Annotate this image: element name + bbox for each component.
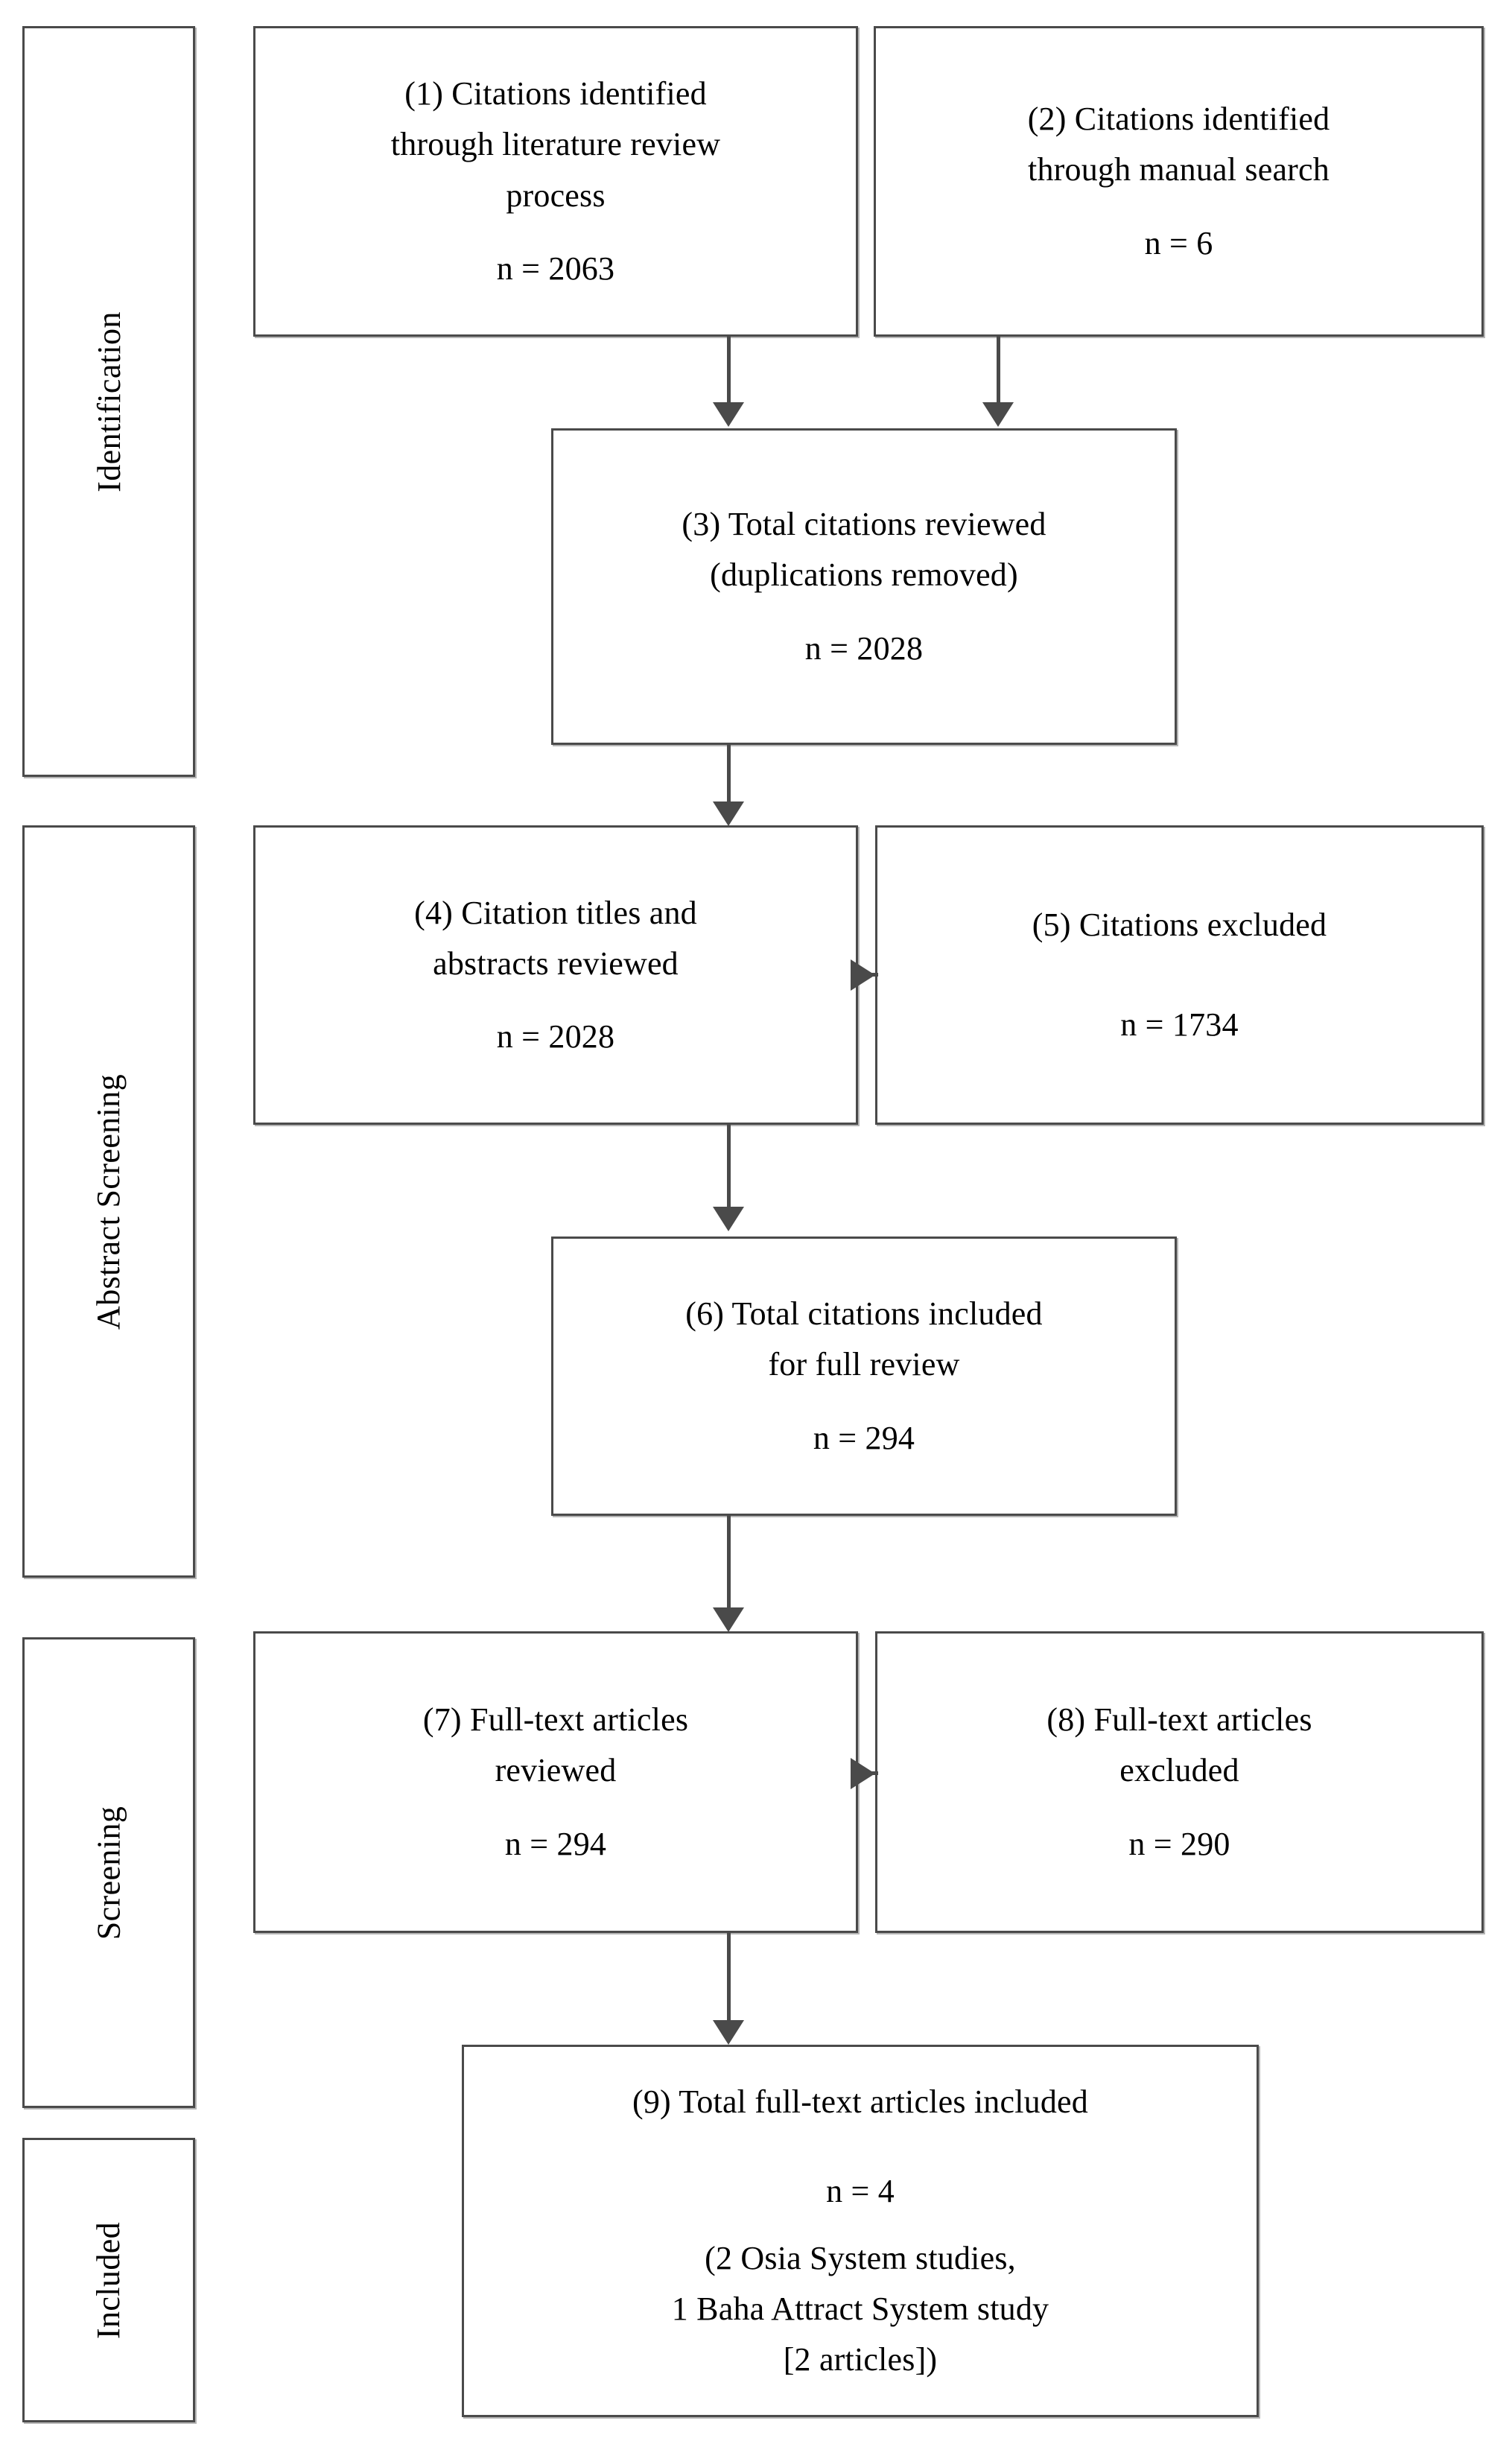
flow-node-9-line-1: (9) Total full-text articles included	[632, 2083, 1088, 2120]
flow-node-7-line-2: reviewed	[495, 1752, 617, 1789]
connector-node1-to-node3-arrow	[713, 402, 744, 427]
stage-label-included: Included	[90, 2221, 127, 2339]
connector-node3-to-node4-arrow	[713, 801, 744, 826]
connector-node4-to-node5-arrow	[851, 959, 875, 991]
stage-label-screening: Screening	[90, 1806, 127, 1940]
flow-node-3-line-1: (3) Total citations reviewed	[682, 506, 1046, 543]
connector-node6-to-node7-line	[727, 1516, 731, 1609]
flow-node-4-line-1: (4) Citation titles and	[414, 894, 697, 931]
flow-node-9-detail-1: (2 Osia System studies,	[705, 2239, 1016, 2276]
flow-node-6-line-2: for full review	[768, 1346, 960, 1383]
flow-node-1-count: n = 2063	[496, 250, 615, 287]
connector-node7-to-node8-arrow	[851, 1758, 875, 1789]
flow-node-5: (5) Citations excluded n = 1734	[875, 825, 1484, 1125]
flow-node-5-count: n = 1734	[1120, 1006, 1239, 1043]
connector-node4-to-node6-arrow	[713, 1207, 744, 1231]
flow-node-9-detail-2: 1 Baha Attract System study	[671, 2291, 1049, 2328]
flow-node-4: (4) Citation titles and abstracts review…	[253, 825, 858, 1125]
flow-node-2-line-1: (2) Citations identified	[1027, 101, 1330, 138]
connector-node4-to-node6-line	[727, 1125, 731, 1208]
flow-node-6-line-1: (6) Total citations included	[685, 1295, 1043, 1333]
stage-band-included: Included	[22, 2138, 195, 2422]
flow-node-3-count: n = 2028	[804, 629, 924, 667]
flow-node-2-count: n = 6	[1144, 224, 1213, 261]
connector-node3-to-node4-line	[727, 745, 731, 803]
connector-node6-to-node7-arrow	[713, 1607, 744, 1632]
flow-node-1: (1) Citations identified through literat…	[253, 26, 858, 337]
flow-node-2: (2) Citations identified through manual …	[874, 26, 1484, 337]
flow-node-1-line-1: (1) Citations identified	[404, 75, 707, 112]
flow-node-1-line-3: process	[506, 177, 606, 214]
connector-node1-to-node3-line	[727, 337, 731, 404]
stage-band-abstract-screening: Abstract Screening	[22, 825, 195, 1578]
flow-node-7-count: n = 294	[504, 1825, 607, 1862]
connector-node2-to-node3-line	[997, 337, 1000, 404]
flow-node-8-line-1: (8) Full-text articles	[1046, 1701, 1312, 1739]
flow-node-8: (8) Full-text articles excluded n = 290	[875, 1631, 1484, 1933]
flow-node-9: (9) Total full-text articles included n …	[462, 2045, 1259, 2417]
stage-label-abstract-screening: Abstract Screening	[90, 1073, 127, 1330]
flow-node-5-line-1: (5) Citations excluded	[1032, 906, 1327, 943]
flow-node-6: (6) Total citations included for full re…	[551, 1237, 1177, 1516]
connector-node7-to-node9-line	[727, 1933, 731, 2024]
flow-node-9-detail-3: [2 articles])	[783, 2341, 938, 2378]
connector-node7-to-node9-arrow	[713, 2020, 744, 2045]
flow-node-7-line-1: (7) Full-text articles	[422, 1701, 689, 1739]
flow-node-8-count: n = 290	[1128, 1825, 1230, 1862]
flow-node-7: (7) Full-text articles reviewed n = 294	[253, 1631, 858, 1933]
flow-node-1-line-2: through literature review	[390, 126, 721, 163]
flow-node-4-count: n = 2028	[496, 1018, 615, 1055]
stage-band-identification: Identification	[22, 26, 195, 777]
stage-band-screening: Screening	[22, 1637, 195, 2108]
flow-node-3: (3) Total citations reviewed (duplicatio…	[551, 428, 1177, 745]
flow-node-4-line-2: abstracts reviewed	[433, 945, 679, 982]
flow-node-3-line-2: (duplications removed)	[710, 556, 1018, 594]
flow-node-9-count: n = 4	[826, 2172, 895, 2209]
stage-label-identification: Identification	[90, 311, 127, 492]
flow-node-6-count: n = 294	[813, 1419, 915, 1456]
flow-node-2-line-2: through manual search	[1028, 151, 1330, 188]
connector-node2-to-node3-arrow	[982, 402, 1014, 427]
flow-node-8-line-2: excluded	[1119, 1752, 1239, 1789]
